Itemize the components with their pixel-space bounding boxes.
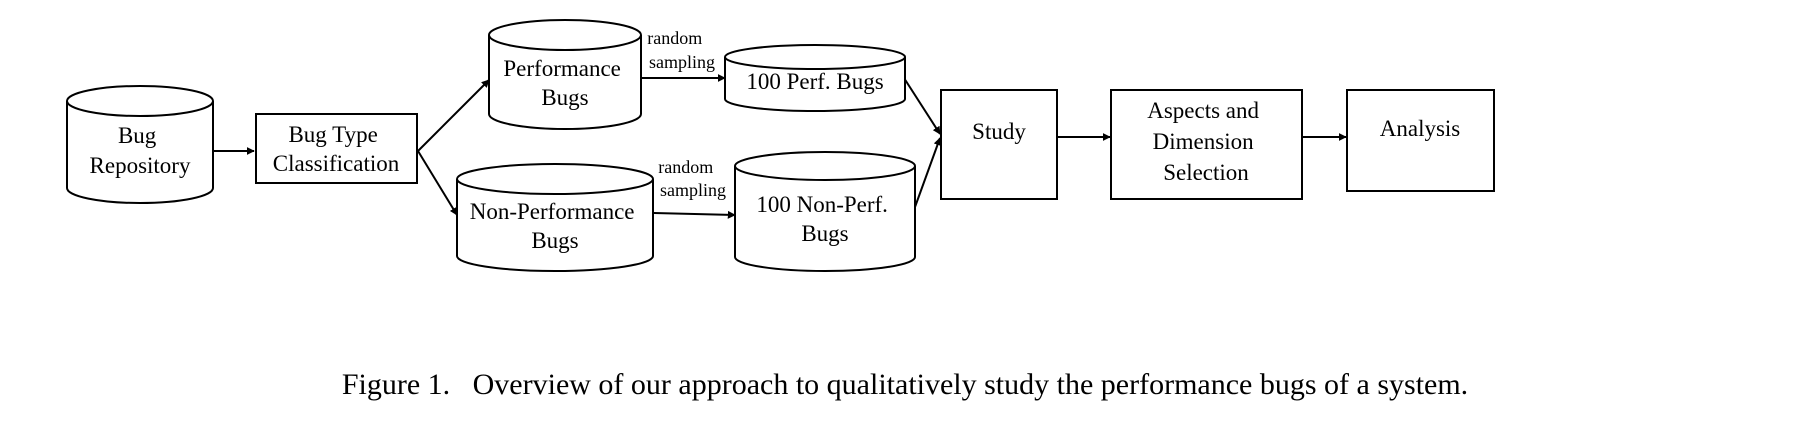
edge-label-perf-sampling-line-2: sampling [649,52,715,72]
node-bug-type-classification-line-1: Bug Type [288,122,377,147]
svg-text:Aspects and Dimension: Aspects and Dimension Selection [1147,98,1265,185]
node-bug-type-classification-line-2: Classification [273,151,400,176]
svg-text:Non-Performance Bugs: Non-Performance Bugs [470,199,641,253]
node-non-performance-bugs-line-1: Non-Performance [470,199,635,224]
figure-caption-label: Figure 1. [341,368,451,401]
edges [213,74,1347,219]
node-bug-repository-line-1: Bug [118,123,157,148]
edge-perf-sample-to-study [903,77,941,135]
edge-label-nonperf-sampling-line-1: random [658,157,713,177]
node-performance-bugs-line-1: Performance [503,56,621,81]
figure-caption: Figure 1. Overview of our approach to qu… [0,368,1810,402]
svg-text:100 Perf. Bugs: 100 Perf. Bugs [746,69,883,94]
svg-text:Analysis: Analysis [1380,116,1461,141]
svg-text:Performance Bugs: Performance Bugs [503,56,626,110]
edge-classification-to-non-performance [417,150,458,216]
svg-text:Bug Type Classification: Bug Type Classification [273,122,400,176]
node-nonperf-sample-line-1: 100 Non-Perf. [756,192,888,217]
edge-label-nonperf-sampling: random sampling [658,157,726,200]
node-performance-bugs: Performance Bugs [488,19,642,130]
node-perf-sample: 100 Perf. Bugs [724,44,906,112]
node-performance-bugs-line-2: Bugs [541,85,588,110]
node-study: Study [940,89,1058,200]
figure-caption-text: Overview of our approach to qualitativel… [472,368,1469,401]
node-aspects-line-3: Selection [1163,160,1249,185]
svg-text:Study: Study [972,119,1026,144]
node-analysis: Analysis [1346,89,1495,192]
node-study-line-1: Study [972,119,1026,144]
edge-label-nonperf-sampling-line-2: sampling [660,180,726,200]
node-non-performance-bugs: Non-Performance Bugs [456,163,654,272]
node-analysis-line-1: Analysis [1380,116,1461,141]
edge-label-perf-sampling: random sampling [647,28,715,72]
node-non-performance-bugs-line-2: Bugs [531,228,578,253]
node-aspects-dimension-selection: Aspects and Dimension Selection [1110,89,1303,200]
node-bug-type-classification: Bug Type Classification [255,113,418,184]
node-aspects-line-2: Dimension [1153,129,1254,154]
node-aspects-line-1: Aspects and [1147,98,1259,123]
svg-text:100 Non-Perf. Bugs: 100 Non-Perf. Bugs [756,192,893,246]
edge-label-perf-sampling-line-1: random [647,28,702,48]
node-nonperf-sample: 100 Non-Perf. Bugs [734,151,916,272]
edge-nonperf-sample-to-study [914,137,942,208]
edge-classification-to-performance [417,79,490,152]
node-bug-repository: Bug Repository [66,85,214,204]
svg-text:Bug Repository: Bug Repository [90,123,191,178]
node-nonperf-sample-line-2: Bugs [801,221,848,246]
node-bug-repository-line-2: Repository [90,153,191,178]
edge-non-performance-to-nonperf-sample [653,210,736,219]
node-perf-sample-line-1: 100 Perf. Bugs [746,69,883,94]
